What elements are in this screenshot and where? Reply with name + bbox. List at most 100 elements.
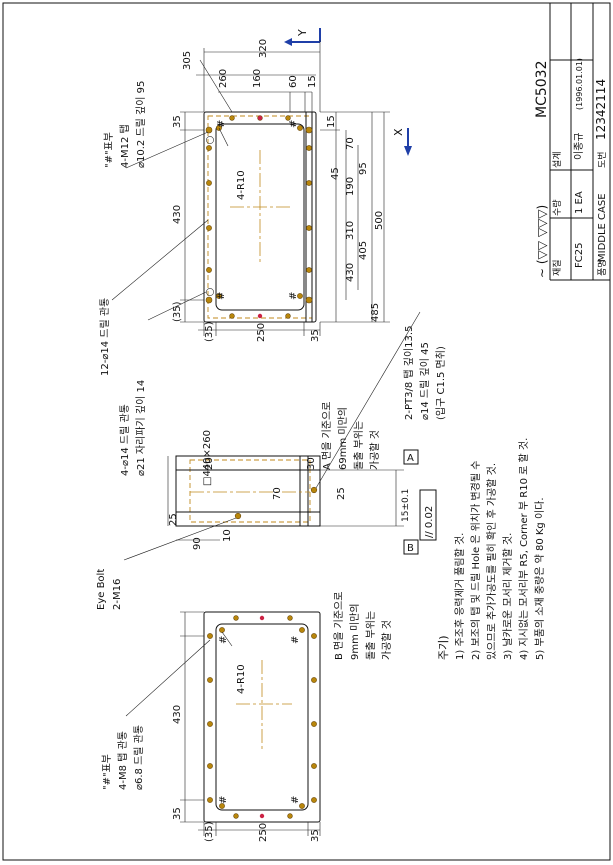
svg-text:25: 25 bbox=[168, 513, 179, 526]
notes-heading: 주기) bbox=[437, 635, 450, 660]
bottom-corner-radius: 4-R10 bbox=[236, 664, 247, 694]
top-axes: Y X bbox=[284, 28, 412, 156]
note-line-6: 5) 부품의 소재 중량은 약 80 Kg 이다. bbox=[534, 497, 546, 660]
svg-text:430: 430 bbox=[345, 263, 356, 282]
svg-text:35: 35 bbox=[310, 329, 321, 342]
top-callouts: "#"표부 4-M12 탭 ⌀10.2 드릴 깊이 95 12-⌀14 드릴 관… bbox=[98, 81, 209, 476]
svg-text:25: 25 bbox=[336, 487, 347, 500]
note-line-2: 2) 보조의 탭 및 드릴 Hole 은 위치가 변경될 수 bbox=[469, 461, 482, 660]
svg-text:35: 35 bbox=[310, 829, 321, 842]
note-b-line-1: B 면을 기준으로 bbox=[333, 592, 345, 660]
top-tap-callout: 4-M12 탭 bbox=[119, 124, 131, 168]
svg-text:15: 15 bbox=[307, 75, 318, 88]
top-dims-left: 35 430 (35) bbox=[172, 111, 204, 323]
svg-text:70: 70 bbox=[272, 487, 283, 500]
top-counterbore-1: 4-⌀14 드릴 관통 bbox=[118, 404, 131, 476]
top-view-inner bbox=[215, 123, 305, 311]
material-label: 재질 bbox=[551, 259, 563, 276]
svg-text:95: 95 bbox=[358, 162, 369, 175]
height-tolerance: 15±0.1 bbox=[401, 489, 411, 522]
datum-b: B bbox=[407, 543, 414, 554]
datum-and-tolerance: A B 15±0.1 // 0.02 bbox=[320, 449, 437, 555]
svg-text:430: 430 bbox=[172, 205, 183, 224]
note-line-3: 있으므로 추가가공도를 필히 확인 후 가공할 것. bbox=[486, 463, 498, 660]
note-b-line-3: 돌출 부위는 bbox=[364, 611, 377, 660]
axis-y-label: Y bbox=[296, 29, 309, 37]
top-counterbore-2: ⌀21 자리파기 깊이 14 bbox=[135, 380, 147, 476]
eye-bolt-spec: 2-M16 bbox=[112, 579, 123, 610]
svg-text:#: # bbox=[290, 796, 301, 804]
svg-text:□440×260: □440×260 bbox=[202, 430, 213, 486]
top-hash-1: # bbox=[216, 120, 227, 128]
bottom-callouts: "#"표부 4-M8 탭 관통 ⌀6.8 드릴 관통 B 면을 기준으로 9mm… bbox=[102, 592, 393, 790]
section-inner bbox=[189, 459, 311, 523]
top-red-mark-2 bbox=[257, 313, 263, 319]
svg-text:45: 45 bbox=[330, 167, 341, 180]
top-view: # # # # 4-R10 Y X 320 305 bbox=[98, 28, 412, 476]
note-a-line-4: 가공할 것 bbox=[369, 430, 381, 470]
pt-tap-line-3: (입구 C1.5 면취) bbox=[434, 346, 447, 420]
bottom-view-inner bbox=[215, 623, 309, 811]
top-dims-right: 15 70 45 95 190 310 405 430 485 500 bbox=[320, 111, 390, 323]
top-view-outline bbox=[203, 111, 317, 323]
svg-text:#: # bbox=[290, 636, 301, 644]
pt-tap-line-2: ⌀14 드릴 깊이 45 bbox=[418, 342, 431, 420]
top-hash-4: # bbox=[288, 292, 299, 300]
note-b-line-2: 9mm 미만의 bbox=[349, 603, 361, 660]
svg-text:10: 10 bbox=[222, 529, 233, 542]
svg-text:90: 90 bbox=[192, 537, 203, 550]
pt-tap-hole bbox=[310, 486, 318, 494]
bottom-red-mark-2 bbox=[259, 813, 265, 819]
bottom-tap-mark: "#"표부 bbox=[102, 754, 113, 790]
part-name: MIDDLE CASE bbox=[597, 193, 608, 262]
svg-text:#: # bbox=[218, 636, 229, 644]
section-view: 20 □440×260 30 70 25 25 10 90 A 면을 기준으로 … bbox=[96, 311, 447, 610]
svg-text:190: 190 bbox=[345, 177, 356, 196]
svg-text:20: 20 bbox=[204, 457, 215, 470]
svg-text:305: 305 bbox=[182, 51, 193, 70]
eye-bolt-label: Eye Bolt bbox=[96, 569, 107, 610]
bottom-red-mark-1 bbox=[259, 615, 265, 621]
eye-bolt-hole bbox=[234, 512, 242, 520]
svg-text:(35): (35) bbox=[204, 321, 215, 342]
top-hash-3: # bbox=[288, 120, 299, 128]
top-red-mark-1 bbox=[257, 115, 263, 121]
designer-name: 이종규 bbox=[573, 132, 585, 160]
top-dims-upper: 320 305 260 160 60 15 bbox=[182, 39, 321, 113]
parallel-tolerance: // 0.02 bbox=[424, 506, 435, 538]
svg-text:485: 485 bbox=[370, 303, 381, 322]
svg-text:70: 70 bbox=[345, 137, 356, 150]
roughness-symbol: ∼ (▽▽ ▽▽▽) bbox=[535, 205, 549, 278]
top-holes bbox=[205, 115, 313, 319]
note-line-1: 1) 주조후 응력제거 풀림할 것. bbox=[454, 533, 466, 660]
svg-text:(35): (35) bbox=[172, 301, 183, 322]
note-line-4: 3) 날카로운 모서리 제거할 것. bbox=[502, 533, 514, 660]
note-b-line-4: 가공할 것 bbox=[381, 620, 393, 660]
design-date: (1996.01.01) bbox=[575, 58, 584, 110]
drawing-number: 12342114 bbox=[594, 79, 608, 140]
drawing-number-label: 도번 bbox=[597, 151, 608, 168]
svg-text:500: 500 bbox=[374, 211, 385, 230]
top-view-hidden bbox=[207, 115, 313, 319]
datum-a: A bbox=[407, 453, 414, 464]
bottom-holes bbox=[207, 615, 317, 819]
section-outline bbox=[175, 455, 321, 527]
bottom-tap-depth: ⌀6.8 드릴 관통 bbox=[132, 725, 145, 790]
bottom-tap-callout: 4-M8 탭 관통 bbox=[117, 731, 129, 790]
note-a-line-3: 돌출 부위는 bbox=[352, 421, 365, 470]
svg-text:35: 35 bbox=[172, 115, 183, 128]
material-value: FC25 bbox=[574, 243, 585, 268]
drawing-no: MC5032 bbox=[534, 61, 550, 118]
part-label: 품명 bbox=[597, 259, 608, 276]
svg-text:250: 250 bbox=[256, 323, 267, 342]
svg-text:60: 60 bbox=[288, 75, 299, 88]
top-corner-radius: 4-R10 bbox=[236, 170, 247, 200]
svg-text:#: # bbox=[218, 796, 229, 804]
top-drill-through: 12-⌀14 드릴 관통 bbox=[98, 298, 111, 376]
top-tap-mark: "#"표부 bbox=[104, 132, 115, 168]
note-a-line-2: 69mm 미만의 bbox=[337, 407, 349, 470]
svg-text:35: 35 bbox=[172, 807, 183, 820]
note-line-5: 4) 지시없는 모서리부 R5, Corner 부 R10 로 할 것. bbox=[517, 438, 530, 660]
